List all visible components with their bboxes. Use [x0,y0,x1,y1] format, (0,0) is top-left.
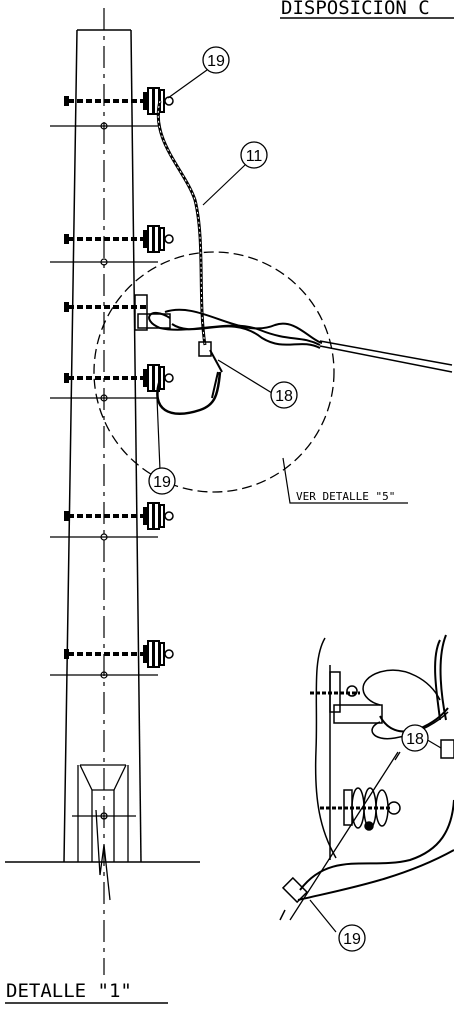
callout-19-top: 19 [202,46,230,74]
enlarged-detail [279,634,454,933]
svg-text:18: 18 [406,731,424,748]
callout-18: 18 [270,381,298,409]
header-title: DISPOSICION C [280,0,454,19]
svg-text:19: 19 [207,53,225,70]
pole-base [72,764,136,901]
svg-text:19: 19 [343,931,361,948]
ver-detalle-note: VER DETALLE "5" [296,490,395,503]
header-title-text: DISPOSICION C [281,0,430,19]
pole [5,8,200,975]
leader-lines [156,69,408,504]
svg-text:18: 18 [275,388,293,405]
callout-19-mid: 19 [148,467,176,495]
insulator-set-2 [62,225,174,253]
callout-18-detail: 18 [401,724,429,752]
insulator-set-1 [62,87,174,115]
insulator-set-4 [62,502,174,530]
insulator-set-5 [62,640,174,668]
guy-loop-assembly [148,308,453,415]
footer-title: DETALLE "1" [5,980,168,1004]
svg-text:19: 19 [153,474,171,491]
callout-19-detail: 19 [338,924,366,952]
detail-5-boundary [93,251,335,493]
cable-11 [156,100,207,346]
insulator-set-3 [62,364,174,392]
footer-title-text: DETALLE "1" [6,980,132,1002]
callout-11: 11 [240,141,268,169]
svg-text:11: 11 [246,148,263,165]
bolt-hole-marks [50,122,158,679]
